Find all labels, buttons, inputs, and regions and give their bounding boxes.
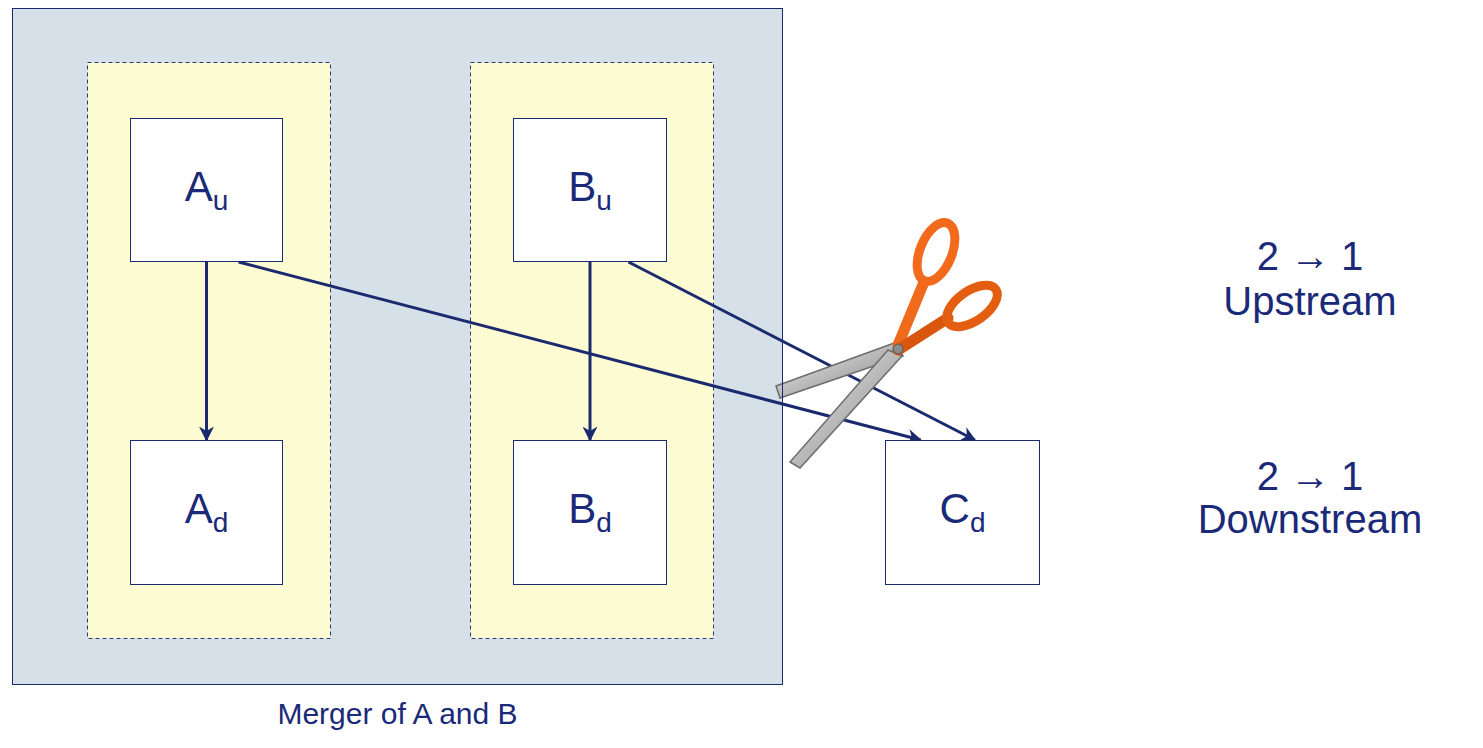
market-label: Upstream (1140, 279, 1480, 323)
firm-box: Au (130, 118, 283, 262)
firm-label: Au (185, 166, 229, 215)
market-label: Downstream (1140, 497, 1480, 541)
firm-b-region (471, 63, 714, 639)
firm-label: Bu (568, 166, 612, 215)
firm-box: Bu (513, 118, 667, 262)
firm-box: Cd (885, 440, 1040, 585)
arrow-connector (205, 262, 208, 440)
arrow-connector (589, 262, 592, 440)
merger-ground (12, 8, 783, 685)
firm-label: Cd (940, 488, 986, 537)
scissors (776, 217, 1004, 468)
merger-box: Merger of A and BAuBuAdBd (12, 8, 783, 685)
firm-label: Ad (185, 488, 229, 537)
firm-box: Bd (513, 440, 667, 585)
ratio-label: 2 → 1 (1140, 234, 1480, 278)
arrow-connector (629, 262, 975, 440)
group-caption: Merger of A and B (13, 696, 782, 732)
firm-label: Bd (568, 488, 612, 537)
ratio-label: 2 → 1 (1140, 454, 1480, 498)
firm-a-region (88, 63, 331, 639)
arrow-connector (239, 262, 921, 440)
firm-box: Ad (130, 440, 283, 585)
